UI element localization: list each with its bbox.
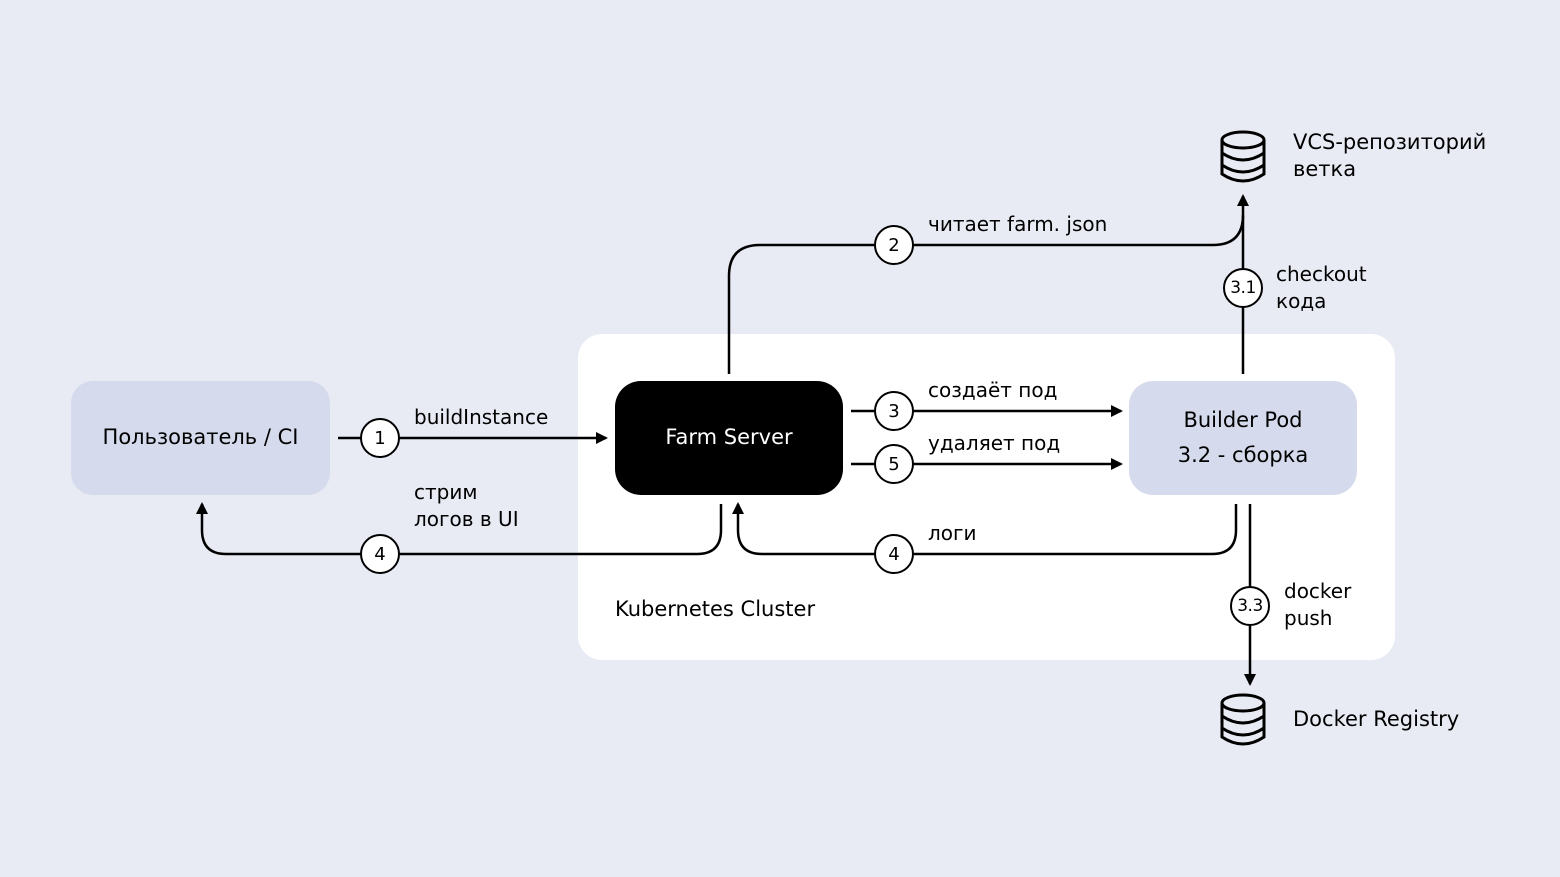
checkout-label-line1: checkout xyxy=(1276,262,1367,286)
builder-pod-label: Builder Pod xyxy=(1183,408,1303,432)
edge-stream-logs xyxy=(196,502,723,556)
step-2-badge: 2 xyxy=(874,225,914,265)
builder-pod-sublabel: 3.2 - сборка xyxy=(1177,443,1309,467)
step-3-1-badge: 3.1 xyxy=(1223,268,1263,308)
farm-server-label: Farm Server xyxy=(665,425,793,449)
registry-database-icon xyxy=(1220,693,1266,746)
docker-label-line1: docker xyxy=(1284,579,1352,603)
step-3-badge: 3 xyxy=(874,391,914,431)
farm-server-node[interactable] xyxy=(615,381,843,495)
edge-reads-farm-json xyxy=(727,194,1249,374)
registry-label: Docker Registry xyxy=(1293,707,1460,731)
stream-label-line1: стрим xyxy=(414,480,478,504)
vcs-database-icon xyxy=(1220,130,1266,183)
logs-label: логи xyxy=(928,521,977,545)
docker-label-line2: push xyxy=(1284,606,1333,630)
step-3-3-badge: 3.3 xyxy=(1230,586,1270,626)
user-node-label: Пользователь / CI xyxy=(102,425,299,449)
build-instance-label: buildInstance xyxy=(414,405,549,429)
edge-logs xyxy=(732,502,1238,556)
reads-farm-json-label: читает farm. json xyxy=(928,212,1108,236)
builder-pod-node[interactable] xyxy=(1129,381,1357,495)
step-1-badge: 1 xyxy=(360,418,400,458)
cluster-label: Kubernetes Cluster xyxy=(615,597,816,621)
step-4-stream-badge: 4 xyxy=(360,534,400,574)
vcs-label-line1: VCS-репозиторий xyxy=(1293,130,1487,154)
creates-pod-label: создаёт под xyxy=(928,378,1058,402)
user-node[interactable] xyxy=(71,381,330,495)
deletes-pod-label: удаляет под xyxy=(928,431,1061,455)
step-5-badge: 5 xyxy=(874,444,914,484)
checkout-label-line2: кода xyxy=(1276,289,1327,313)
vcs-label-line2: ветка xyxy=(1293,157,1357,181)
step-4-logs-badge: 4 xyxy=(874,534,914,574)
stream-label-line2: логов в UI xyxy=(414,507,519,531)
